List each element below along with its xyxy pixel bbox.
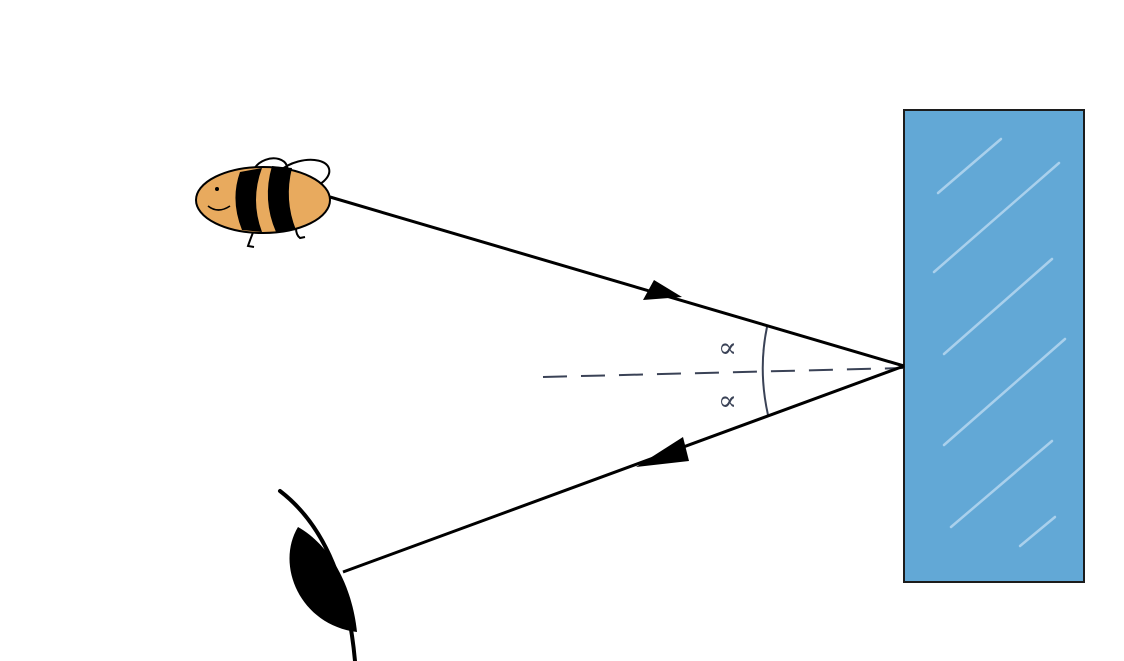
- angle-label-reflected: ∝: [718, 384, 737, 417]
- mirror: [903, 109, 1085, 583]
- reflected-ray-arrowhead: [636, 437, 689, 467]
- normal-line: [542, 367, 904, 378]
- mirror-glare: [932, 137, 1067, 548]
- incident-ray: [329, 195, 905, 368]
- incident-ray-arrowhead: [643, 280, 682, 300]
- eye-pupil: [289, 527, 357, 632]
- reflected-ray: [342, 364, 905, 574]
- angle-arc: [761, 326, 769, 416]
- angle-label-incident: ∝: [718, 331, 737, 364]
- mirror-body: [903, 109, 1085, 583]
- eye-icon: [278, 489, 357, 661]
- bee-icon: [195, 157, 331, 248]
